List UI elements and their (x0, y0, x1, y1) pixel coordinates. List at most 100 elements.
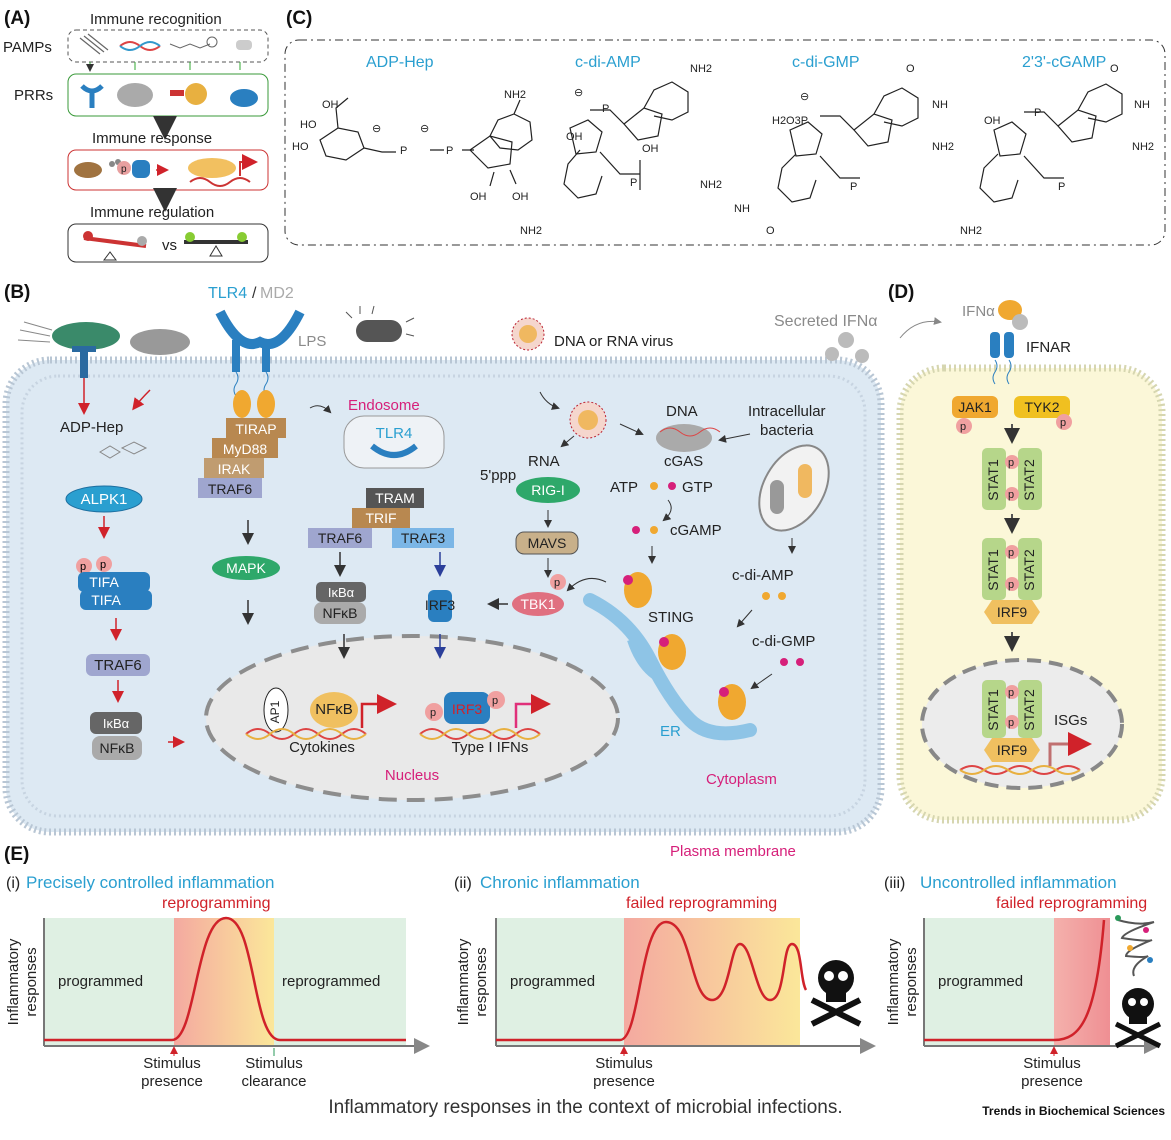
stimulus-label: Stimulus (1023, 1055, 1081, 1072)
atom-label: OH (512, 191, 529, 203)
pamp-icons (79, 33, 252, 55)
nucleus (204, 634, 620, 802)
atom-label: NH2 (690, 63, 712, 75)
plot-ii: (ii) Chronic inflammation failed reprogr… (454, 873, 872, 1090)
rna-label: RNA (528, 453, 560, 470)
phospho-label: p (492, 695, 498, 707)
ikba-node (90, 712, 142, 734)
atom-label: ⊖ (372, 123, 381, 135)
reprogrammed-label: reprogrammed (282, 973, 380, 990)
molecule-name: c-di-GMP (792, 54, 860, 71)
c-di-gmp-structure (777, 87, 919, 203)
pamp-arrows (86, 62, 241, 72)
cgamp-atoms: O NH NH2 NH2 P P OH (960, 63, 1154, 237)
atom-label: NH2 (960, 225, 982, 237)
traf6-label: TRAF6 (208, 481, 253, 497)
rigi-label: RIG-I (531, 482, 564, 498)
cgamp-dot (650, 526, 658, 534)
arrow-endocytosis (309, 404, 332, 414)
stimulus-label: Stimulus (245, 1055, 303, 1072)
adp-hep-icon (99, 441, 148, 459)
seesaw-icons (83, 231, 248, 261)
traf6-label: TRAF6 (94, 657, 142, 674)
programmed-zone (44, 918, 174, 1046)
er-folds (607, 607, 662, 683)
atom-label: NH2 (932, 141, 954, 153)
md2-label: MD2 (260, 285, 294, 302)
arrow-cdiamp-sting (736, 609, 753, 628)
tyk2-phospho (1056, 414, 1072, 430)
ikba-label: IκBα (103, 716, 130, 731)
y-axis-label: responses (903, 947, 920, 1016)
immune-recognition-heading: Immune recognition (90, 11, 222, 28)
tifa-complex: p p TIFA TIFA (76, 556, 152, 610)
phospho-label: p (1008, 687, 1014, 699)
tbk1-label: TBK1 (520, 596, 555, 612)
atom-label: OH (470, 191, 487, 203)
plot-title: Precisely controlled inflammation (26, 873, 275, 892)
phospho-label: p (1008, 457, 1014, 469)
cdigmp-dot (796, 658, 804, 666)
atom-label: HO (300, 119, 317, 131)
traf6-label: TRAF6 (318, 530, 363, 546)
arrow-virus-entry (539, 391, 560, 410)
arrow-virus-dna (619, 423, 644, 436)
panel-c-frame (284, 39, 1166, 246)
p-label-a: p (121, 164, 127, 175)
sting-label: STING (648, 609, 694, 626)
atom-label: O (906, 63, 915, 75)
plot-state: reprogramming (162, 895, 270, 912)
presence-label: presence (1021, 1073, 1083, 1090)
phospho-label: p (100, 559, 106, 571)
mapk-label: MAPK (226, 560, 266, 576)
adp-hep-structure (319, 97, 533, 187)
traf3-node (392, 528, 454, 548)
reprogrammed-zone (274, 918, 406, 1046)
dna-strand (659, 427, 721, 437)
stat1-node (982, 680, 1006, 738)
isg-transcription-arrow (1048, 732, 1092, 766)
panel-label-b: (B) (4, 282, 30, 303)
phospho-label: p (1008, 579, 1014, 591)
type1-ifn-label: Type I IFNs (452, 739, 529, 756)
atom-label: P (1034, 107, 1041, 119)
y-axis-label: Inflammatory (885, 938, 902, 1025)
alpk1-node (65, 485, 143, 513)
atom-label: P (850, 181, 857, 193)
bacteria-label: bacteria (760, 422, 814, 439)
response-curve (924, 919, 1106, 1042)
tifa-label: TIFA (91, 592, 121, 608)
atp-dot (650, 482, 658, 490)
trif-node (352, 508, 410, 528)
tbk1-phospho (550, 574, 566, 590)
programmed-label: programmed (58, 973, 143, 990)
arrow-bacteria-cgas (718, 433, 751, 443)
atom-label: ⊖ (574, 87, 583, 99)
stat-phospho (1005, 685, 1019, 699)
tyk2-node (1014, 396, 1070, 418)
plot-numeral: (iii) (884, 875, 905, 892)
plot-title: Uncontrolled inflammation (920, 873, 1117, 892)
plot-i: (i) Precisely controlled inflammation re… (5, 873, 426, 1090)
atom-label: P (446, 145, 453, 157)
ikba-label: IκBα (328, 585, 355, 600)
figure-caption: Inflammatory responses in the context of… (328, 1097, 843, 1118)
er-label: ER (660, 723, 681, 740)
bacterium-orange (798, 464, 812, 498)
arrow-cdigmp-sting (750, 673, 773, 690)
y-axis-label: responses (23, 947, 40, 1016)
alpk1-label: ALPK1 (81, 491, 128, 508)
cdiamp-dot (778, 592, 786, 600)
atom-label: NH (734, 203, 750, 215)
prr-icons (80, 83, 258, 108)
cgas-label: cGAS (664, 453, 703, 470)
tbk1-node (512, 592, 564, 616)
plot-title: Chronic inflammation (480, 873, 640, 892)
stimulus-label: Stimulus (143, 1055, 201, 1072)
traf3-label: TRAF3 (401, 530, 446, 546)
cdiamp-label: c-di-AMP (732, 567, 794, 584)
jak1-phospho (956, 418, 972, 434)
nfkb-node-2 (314, 602, 366, 624)
endosome-tlr4-label: TLR4 (376, 425, 413, 442)
atom-label: NH (932, 99, 948, 111)
